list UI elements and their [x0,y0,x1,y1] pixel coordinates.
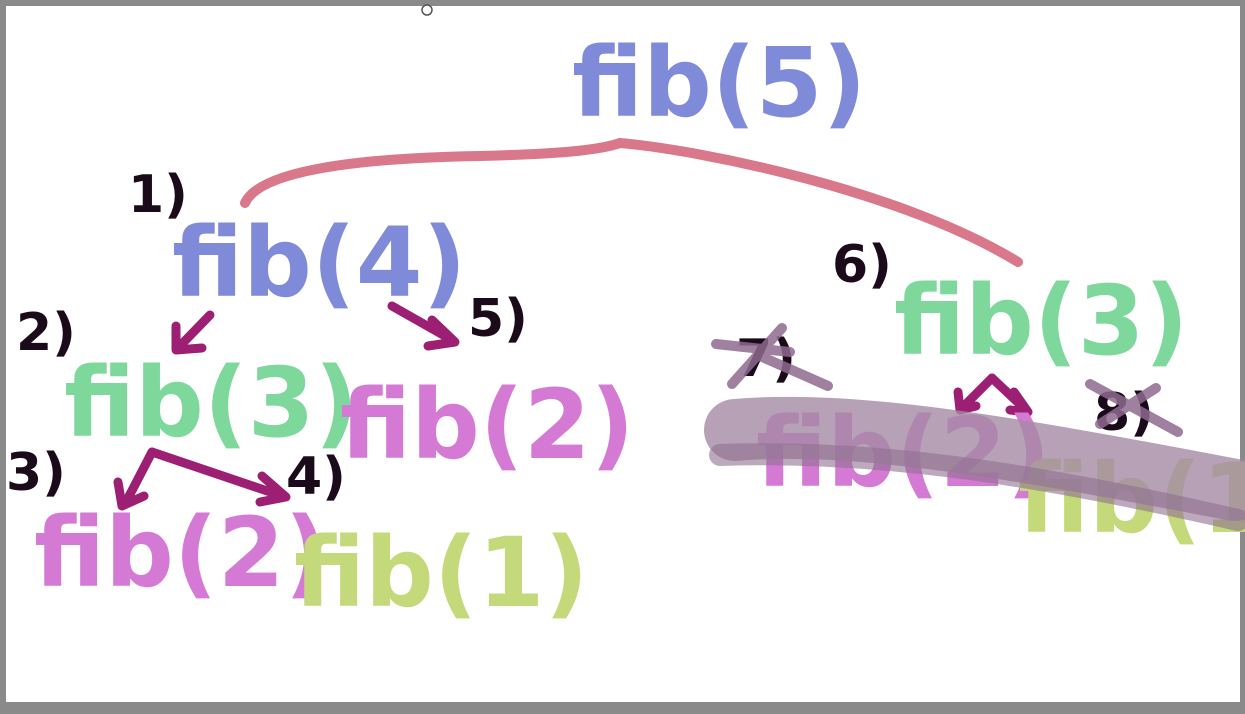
node-5-label: fib(2) [340,369,634,481]
strike-band [704,396,1245,521]
arrow-fib4-to-fib2 [387,301,460,351]
node-4-order: 4) [286,447,346,507]
node-6-label: fib(3) [894,265,1188,377]
node-3-label: fib(2) [34,497,328,609]
arrow-fib4-to-fib3 [171,310,215,355]
node-1-label: fib(4) [172,207,466,319]
cross-order-7 [711,323,833,391]
arrow-fib3-to-fib2-right [953,373,997,415]
whiteboard-background [6,6,1240,702]
arrow-fib3-to-fib2 [113,447,157,511]
node-4-label: fib(1) [294,517,588,629]
cross-order-8 [1085,379,1183,437]
root-connector-curve [240,137,1023,267]
crossed-out-marks [704,323,1245,531]
arrows-left-subtree [113,301,460,511]
arrow-fib3-to-fib1-right [987,373,1033,417]
node-3-order: 3) [6,443,66,503]
node-2-order: 2) [16,303,76,363]
cursor-dot [421,4,433,16]
node-2-label: fib(3) [64,347,358,459]
node-5-order: 5) [468,289,528,349]
arrow-fib3-to-fib1 [147,447,291,507]
strike-band-shadow [709,443,1245,531]
node-1-order: 1) [128,165,188,225]
arrows-right-subtree [953,373,1033,417]
node-root-label: fib(5) [572,27,866,139]
node-6-order: 6) [832,235,892,295]
